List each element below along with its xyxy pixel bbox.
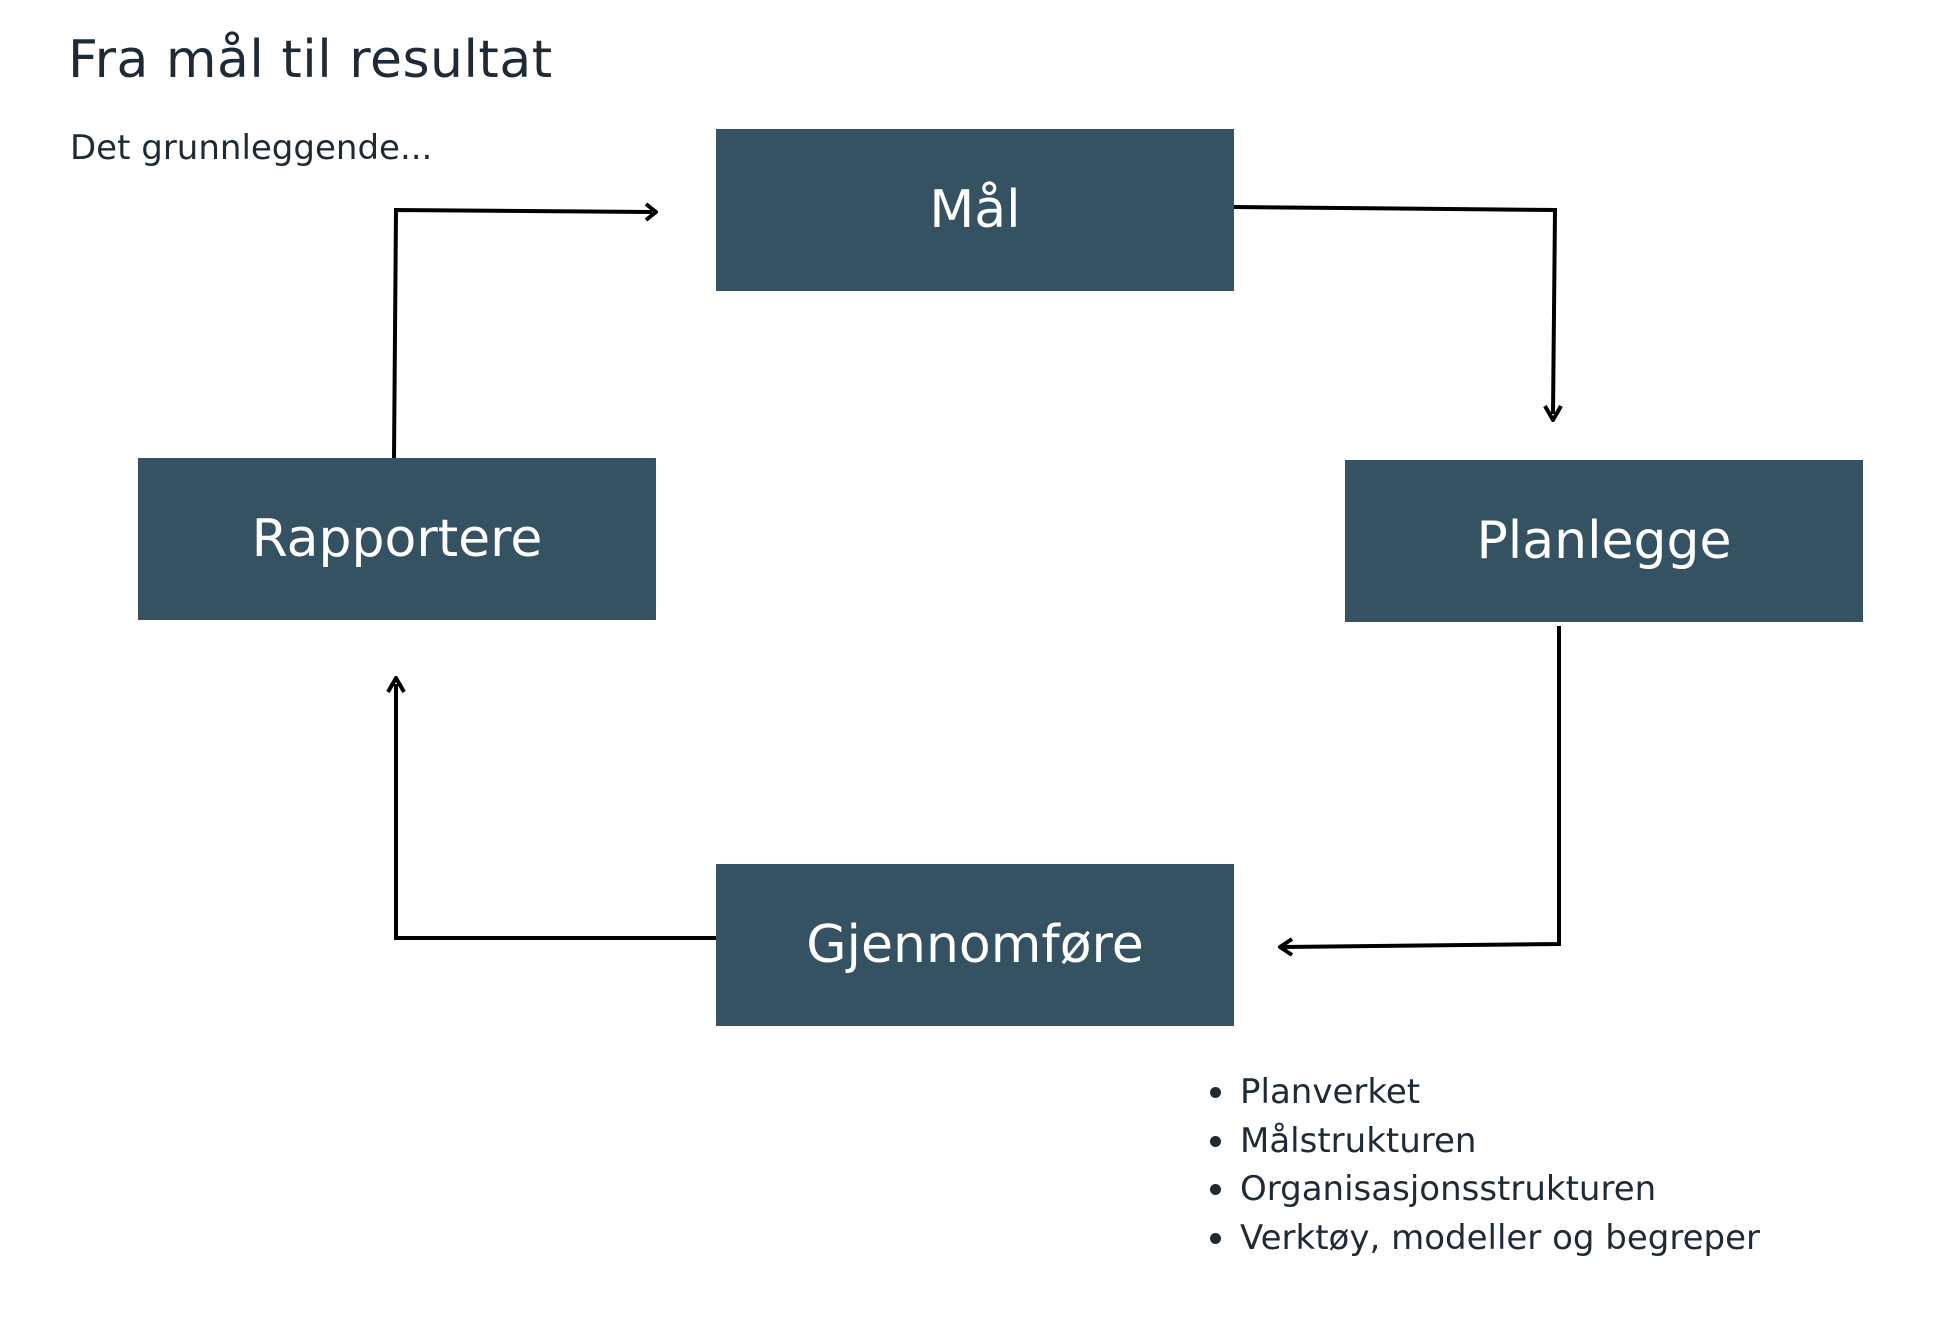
list-item: Organisasjonsstrukturen: [1208, 1165, 1760, 1214]
arrow-planlegge-to-gjennomfore: [1283, 626, 1561, 949]
node-rapportere: Rapportere: [138, 458, 656, 620]
node-rapportere-label: Rapportere: [251, 509, 543, 569]
arrow-rapportere-to-mal: [392, 207, 653, 459]
bullet-dot-icon: [1210, 1184, 1221, 1195]
node-planlegge: Planlegge: [1345, 460, 1863, 622]
arrowhead-planlegge: [1543, 405, 1563, 422]
arrowhead-gjennomfore: [1278, 937, 1294, 957]
foundation-list: Planverket Målstrukturen Organisasjonsst…: [1208, 1068, 1760, 1262]
node-gjennomfore-label: Gjennomføre: [806, 915, 1144, 975]
page-title: Fra mål til resultat: [68, 30, 553, 90]
node-gjennomfore: Gjennomføre: [716, 864, 1234, 1026]
list-item: Målstrukturen: [1208, 1117, 1760, 1166]
bullet-dot-icon: [1210, 1232, 1221, 1244]
node-mal-label: Mål: [929, 180, 1021, 240]
node-mal: Mål: [716, 129, 1234, 291]
arrow-gjennomfore-to-rapportere: [394, 684, 716, 940]
bullet-dot-icon: [1210, 1087, 1221, 1098]
list-item: Planverket: [1208, 1068, 1760, 1117]
node-planlegge-label: Planlegge: [1476, 511, 1732, 571]
bullet-dot-icon: [1210, 1135, 1221, 1147]
list-item: Verktøy, modeller og begreper: [1208, 1214, 1760, 1263]
page-subtitle: Det grunnleggende...: [70, 128, 433, 168]
arrow-mal-to-planlegge: [1233, 205, 1558, 415]
arrowhead-mal: [644, 202, 658, 222]
arrowhead-rapportere: [386, 676, 406, 693]
